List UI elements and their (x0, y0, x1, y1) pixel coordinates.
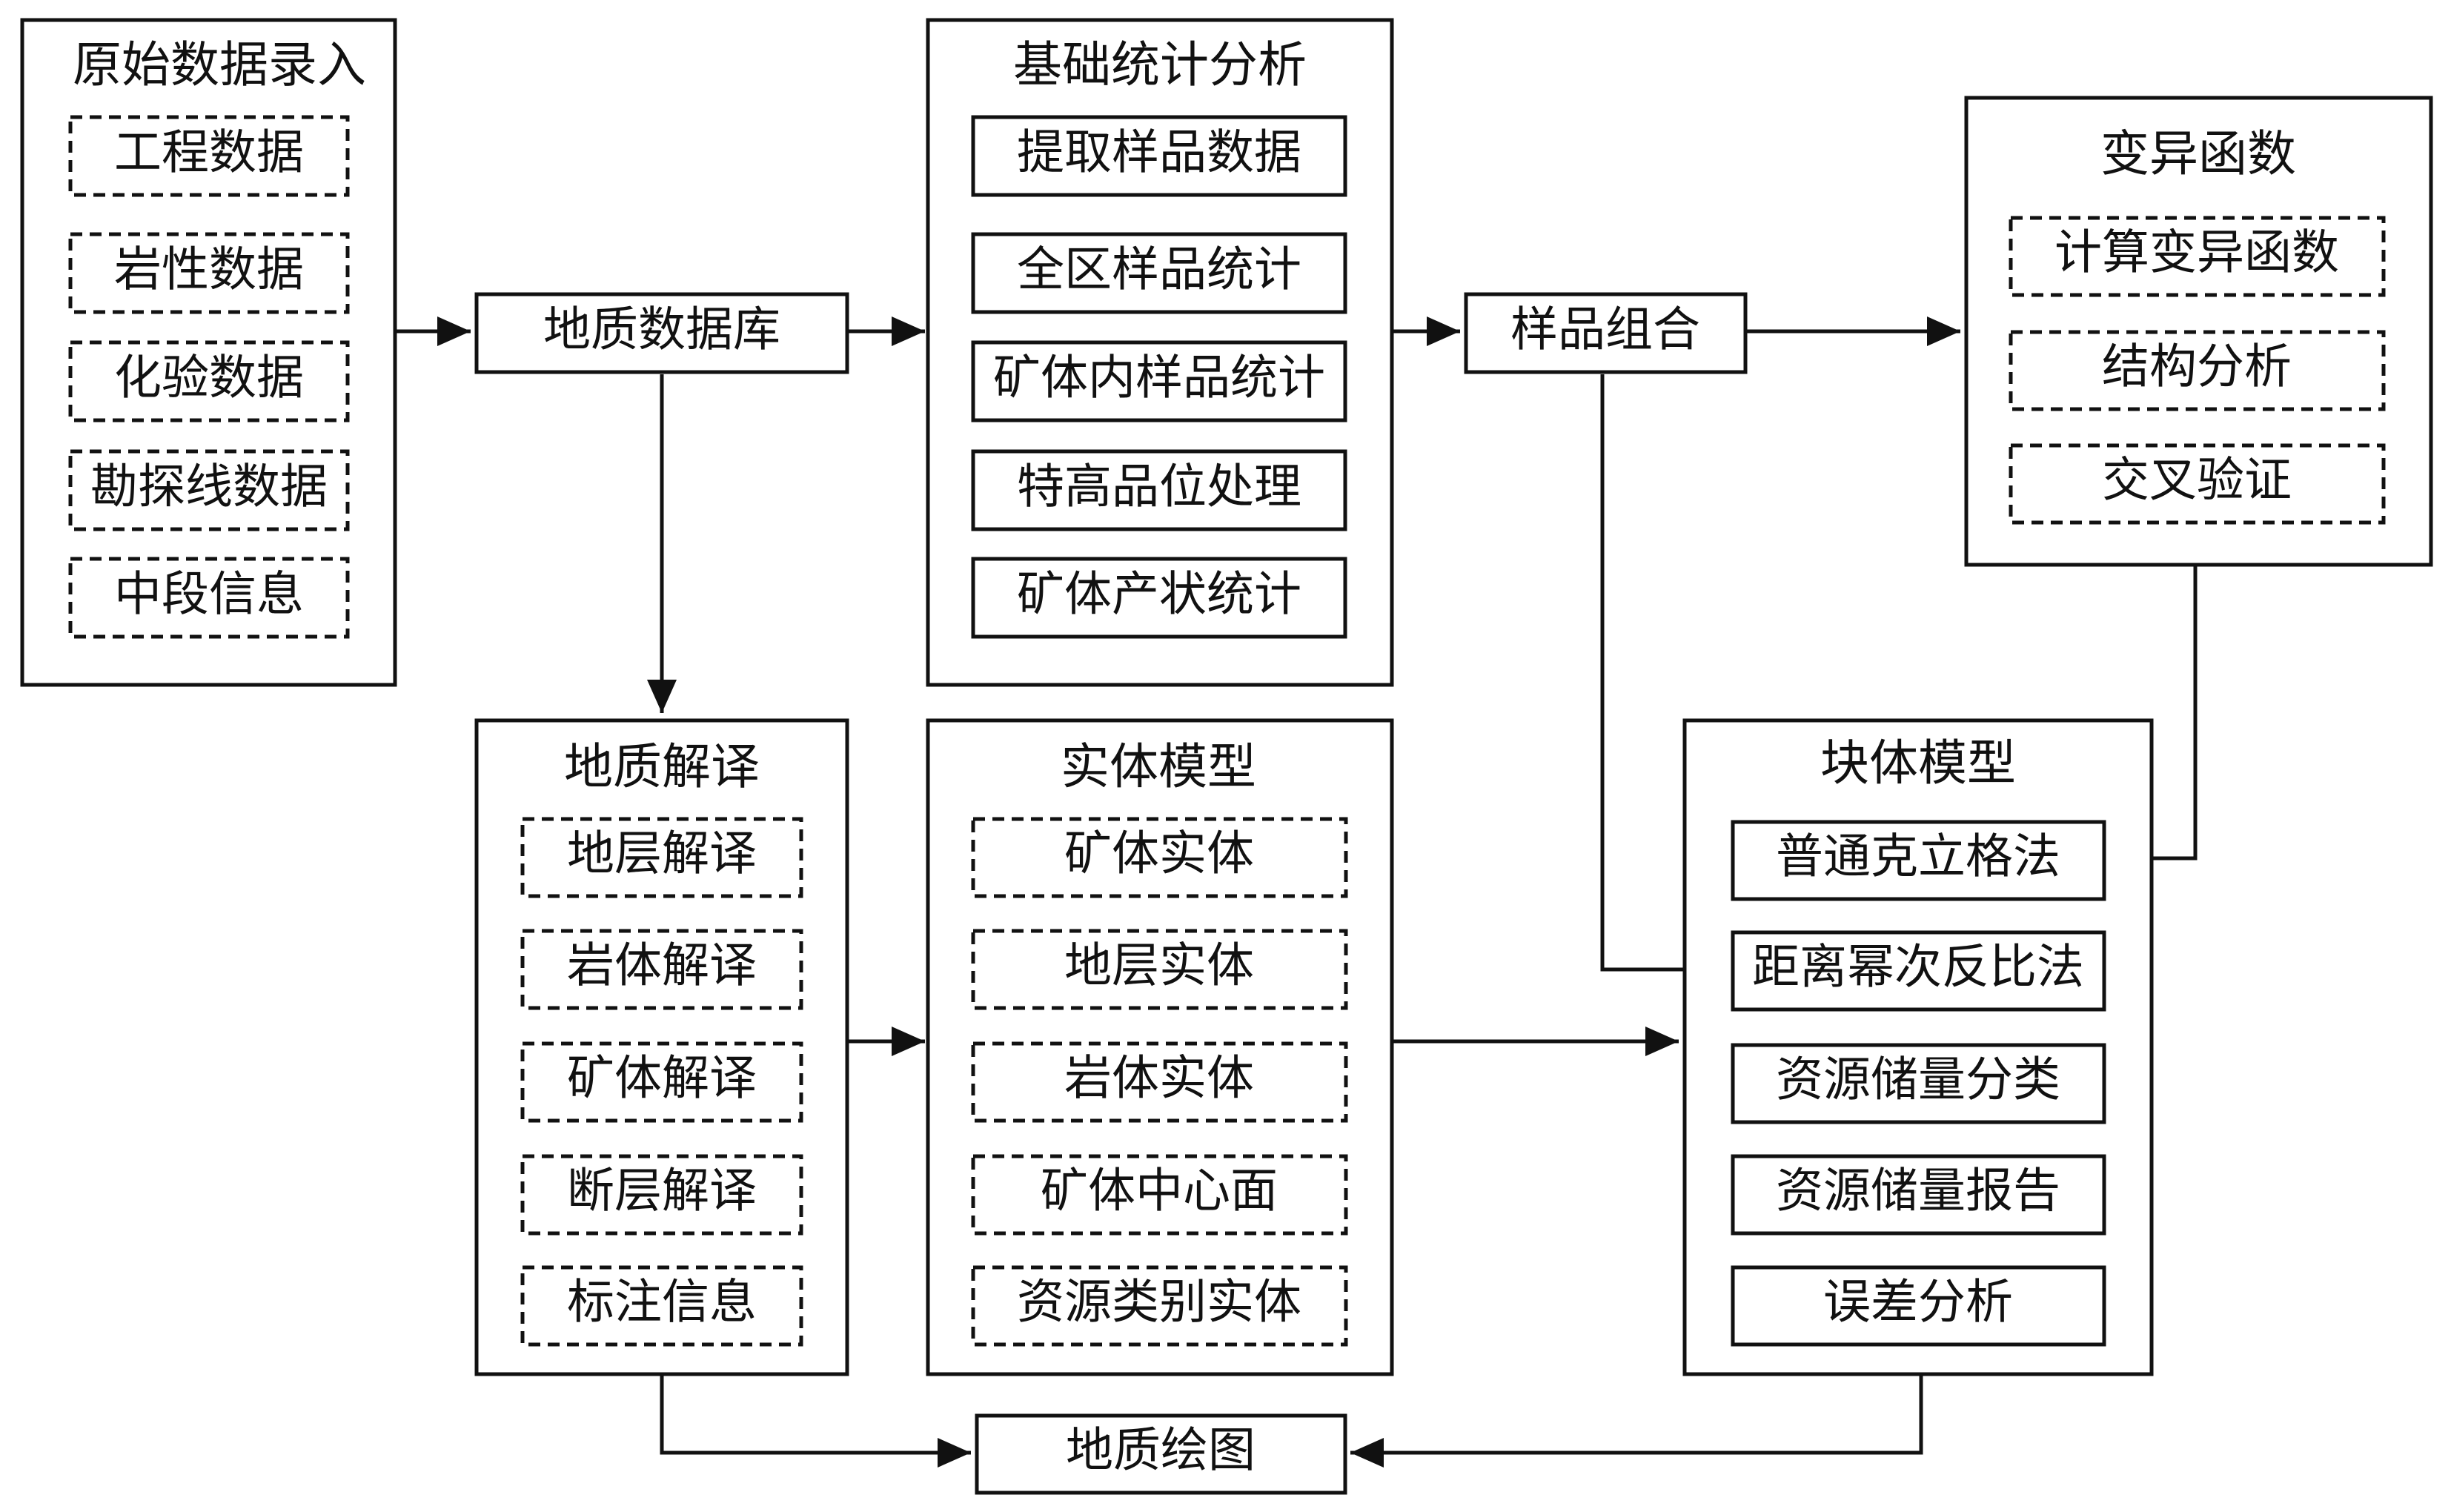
svg-text:结构分析: 结构分析 (2102, 340, 2292, 395)
node-stratum-solid[interactable]: 地层实体 (971, 929, 1348, 1010)
node-high-grade-processing[interactable]: 特高品位处理 (971, 449, 1347, 531)
svg-text:矿体内样品统计: 矿体内样品统计 (993, 351, 1325, 406)
svg-text:标注信息: 标注信息 (567, 1276, 757, 1330)
node-rock-solid[interactable]: 岩体实体 (971, 1041, 1348, 1123)
svg-text:地质绘图: 地质绘图 (1066, 1424, 1256, 1479)
node-sample-combine[interactable]: 样品组合 (1464, 292, 1748, 374)
edge-block-to-drawing (1350, 1376, 1923, 1468)
svg-text:工程数据: 工程数据 (114, 126, 304, 181)
svg-text:计算变异函数: 计算变异函数 (2054, 226, 2339, 281)
svg-text:岩体解译: 岩体解译 (567, 939, 757, 994)
svg-text:化验数据: 化验数据 (114, 351, 304, 406)
node-orebody-center-surface[interactable]: 矿体中心面 (971, 1154, 1348, 1236)
node-ordinary-kriging[interactable]: 普通克立格法 (1731, 820, 2106, 901)
svg-text:资源储量报告: 资源储量报告 (1776, 1164, 2060, 1219)
svg-text:地质数据库: 地质数据库 (543, 303, 780, 358)
svg-text:提取样品数据: 提取样品数据 (1017, 126, 1301, 181)
svg-text:普通克立格法: 普通克立格法 (1776, 830, 2060, 885)
node-region-sample-stats[interactable]: 全区样品统计 (971, 232, 1347, 314)
node-resource-classification[interactable]: 资源储量分类 (1731, 1043, 2106, 1124)
node-level-info[interactable]: 中段信息 (68, 557, 350, 639)
node-assay-data[interactable]: 化验数据 (68, 340, 350, 422)
node-rock-interpretation[interactable]: 岩体解译 (520, 929, 803, 1010)
svg-text:矿体产状统计: 矿体产状统计 (1017, 568, 1301, 623)
group-raw-input-title: 原始数据录入 (73, 36, 366, 93)
node-resource-category-solid[interactable]: 资源类别实体 (971, 1265, 1348, 1347)
svg-text:地层实体: 地层实体 (1064, 939, 1254, 994)
svg-text:中段信息: 中段信息 (114, 568, 304, 623)
svg-text:特高品位处理: 特高品位处理 (1017, 460, 1301, 515)
svg-text:矿体解译: 矿体解译 (567, 1052, 757, 1107)
node-compute-variogram[interactable]: 计算变异函数 (2009, 216, 2386, 297)
node-geo-database[interactable]: 地质数据库 (474, 292, 849, 374)
node-fault-interpretation[interactable]: 断层解译 (520, 1154, 803, 1236)
svg-text:样品组合: 样品组合 (1510, 303, 1700, 358)
group-solid-model-title: 实体模型 (1061, 738, 1256, 795)
svg-text:全区样品统计: 全区样品统计 (1017, 243, 1301, 298)
node-cross-validation[interactable]: 交叉验证 (2009, 443, 2386, 525)
node-orebody-solid[interactable]: 矿体实体 (971, 817, 1348, 898)
node-error-analysis[interactable]: 误差分析 (1731, 1265, 2106, 1347)
svg-text:误差分析: 误差分析 (1823, 1276, 2013, 1330)
node-orebody-sample-stats[interactable]: 矿体内样品统计 (971, 340, 1347, 422)
group-geo-interpretation: 地质解译 地层解译 岩体解译 矿体解译 断层解译 标注信息 (474, 718, 849, 1376)
node-stratum-interpretation[interactable]: 地层解译 (520, 817, 803, 898)
svg-text:岩性数据: 岩性数据 (114, 243, 304, 298)
svg-text:岩体实体: 岩体实体 (1064, 1052, 1254, 1107)
node-annotation-info[interactable]: 标注信息 (520, 1265, 803, 1347)
svg-text:勘探线数据: 勘探线数据 (90, 460, 328, 515)
group-raw-input: 原始数据录入 工程数据 岩性数据 化验数据 勘探线数据 中段信息 (20, 18, 397, 687)
svg-text:地层解译: 地层解译 (567, 827, 757, 882)
node-resource-report[interactable]: 资源储量报告 (1731, 1154, 2106, 1236)
group-basic-stats: 基础统计分析 提取样品数据 全区样品统计 矿体内样品统计 特高品位处理 矿体产状… (926, 18, 1394, 687)
svg-text:矿体中心面: 矿体中心面 (1041, 1164, 1278, 1219)
svg-text:资源储量分类: 资源储量分类 (1776, 1053, 2060, 1108)
node-structure-analysis[interactable]: 结构分析 (2009, 330, 2386, 411)
node-engineering-data[interactable]: 工程数据 (68, 115, 350, 197)
group-block-model: 块体模型 普通克立格法 距离幂次反比法 资源储量分类 资源储量报告 误差分析 (1682, 718, 2154, 1376)
svg-text:距离幂次反比法: 距离幂次反比法 (1752, 941, 2084, 995)
group-basic-stats-title: 基础统计分析 (1013, 36, 1307, 93)
group-variogram: 变异函数 计算变异函数 结构分析 交叉验证 (1964, 96, 2433, 567)
svg-text:资源类别实体: 资源类别实体 (1017, 1276, 1301, 1330)
group-variogram-title: 变异函数 (2100, 125, 2296, 182)
svg-text:交叉验证: 交叉验证 (2102, 454, 2292, 508)
svg-text:矿体实体: 矿体实体 (1064, 827, 1254, 882)
edge-interpretation-to-drawing (660, 1376, 971, 1468)
node-exploration-line-data[interactable]: 勘探线数据 (68, 449, 350, 531)
group-solid-model: 实体模型 矿体实体 地层实体 岩体实体 矿体中心面 资源类别实体 (926, 718, 1394, 1376)
group-block-model-title: 块体模型 (1820, 735, 2016, 792)
node-orebody-interpretation[interactable]: 矿体解译 (520, 1041, 803, 1123)
svg-text:断层解译: 断层解译 (567, 1164, 757, 1219)
node-extract-sample-data[interactable]: 提取样品数据 (971, 115, 1347, 197)
node-inverse-distance[interactable]: 距离幂次反比法 (1731, 930, 2106, 1012)
node-geo-drawing[interactable]: 地质绘图 (975, 1413, 1347, 1495)
node-orebody-attitude-stats[interactable]: 矿体产状统计 (971, 557, 1347, 639)
node-lithology-data[interactable]: 岩性数据 (68, 232, 350, 314)
group-geo-interpretation-title: 地质解译 (564, 738, 760, 795)
